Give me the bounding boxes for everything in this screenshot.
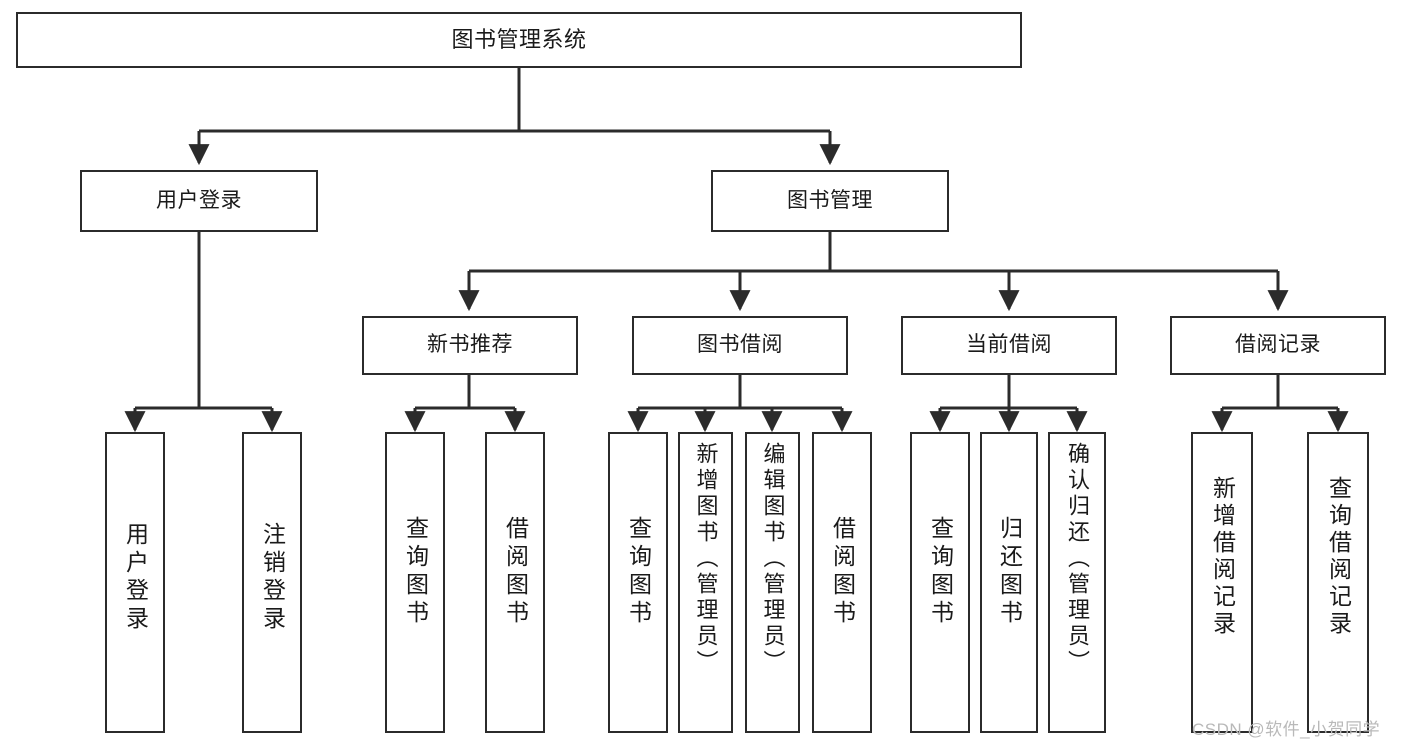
node-label: 用户登录 — [122, 522, 149, 634]
node-label: 借阅图书 — [502, 516, 529, 628]
node-root-book-management-system[interactable]: 图书管理系统 — [16, 12, 1022, 68]
node-label: 确认归还（管理员） — [1065, 442, 1090, 676]
node-label: 新增借阅记录 — [1209, 476, 1236, 638]
node-label: 归还图书 — [996, 516, 1023, 628]
node-leaf-query-book-1[interactable]: 查询图书 — [385, 432, 445, 733]
node-user-login[interactable]: 用户登录 — [80, 170, 318, 232]
node-label: 新书推荐 — [427, 333, 513, 357]
node-label: 借阅图书 — [829, 516, 856, 628]
node-leaf-query-book-2[interactable]: 查询图书 — [608, 432, 668, 733]
node-leaf-edit-book[interactable]: 编辑图书（管理员） — [745, 432, 800, 733]
node-label: 图书借阅 — [697, 333, 783, 357]
node-label: 当前借阅 — [966, 333, 1052, 357]
node-label: 用户登录 — [156, 188, 242, 212]
node-leaf-logout-login[interactable]: 注销登录 — [242, 432, 302, 733]
node-label: 编辑图书（管理员） — [760, 442, 786, 676]
node-book-borrow[interactable]: 图书借阅 — [632, 316, 848, 375]
node-current-borrow[interactable]: 当前借阅 — [901, 316, 1117, 375]
node-borrow-record[interactable]: 借阅记录 — [1170, 316, 1386, 375]
node-leaf-borrow-book-1[interactable]: 借阅图书 — [485, 432, 545, 733]
node-new-book-recommend[interactable]: 新书推荐 — [362, 316, 578, 375]
node-label: 图书管理系统 — [451, 27, 587, 53]
node-leaf-add-book[interactable]: 新增图书（管理员） — [678, 432, 733, 733]
node-leaf-query-record[interactable]: 查询借阅记录 — [1307, 432, 1369, 733]
node-leaf-confirm-return[interactable]: 确认归还（管理员） — [1048, 432, 1106, 733]
node-label: 借阅记录 — [1235, 333, 1321, 357]
node-book-management[interactable]: 图书管理 — [711, 170, 949, 232]
node-label: 查询图书 — [625, 516, 652, 628]
node-leaf-return-book[interactable]: 归还图书 — [980, 432, 1038, 733]
node-leaf-borrow-book-2[interactable]: 借阅图书 — [812, 432, 872, 733]
node-label: 查询借阅记录 — [1325, 476, 1352, 638]
node-leaf-add-record[interactable]: 新增借阅记录 — [1191, 432, 1253, 733]
node-label: 注销登录 — [259, 522, 286, 634]
node-label: 查询图书 — [927, 516, 954, 628]
node-leaf-query-book-3[interactable]: 查询图书 — [910, 432, 970, 733]
csdn-watermark: CSDN @软件_小贺同学 — [1192, 720, 1381, 739]
node-leaf-user-login[interactable]: 用户登录 — [105, 432, 165, 733]
node-label: 图书管理 — [787, 188, 873, 212]
node-label: 查询图书 — [402, 516, 429, 628]
node-label: 新增图书（管理员） — [693, 442, 719, 676]
